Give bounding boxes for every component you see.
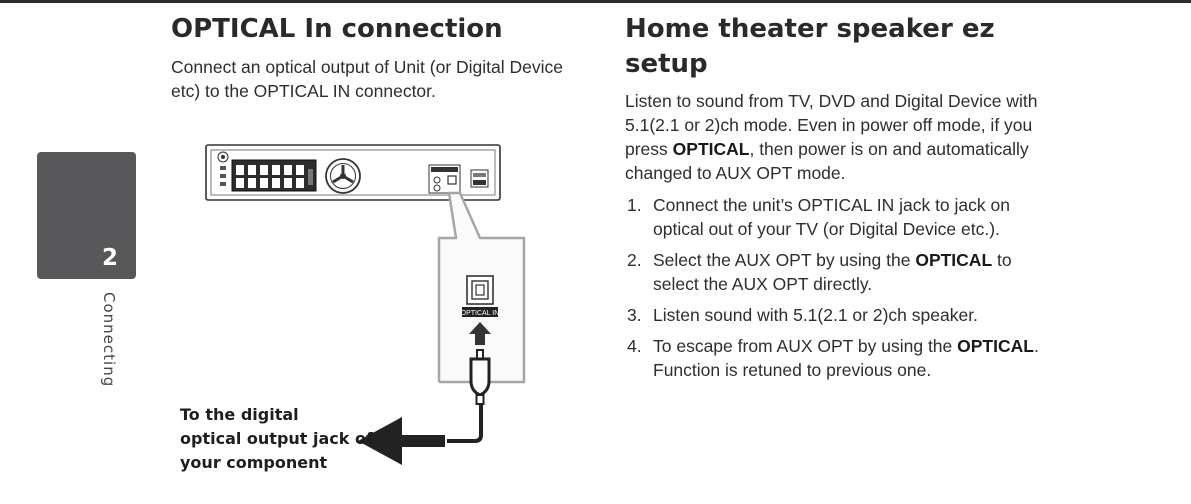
- rear-panel: [205, 144, 501, 201]
- step-bold: OPTICAL: [915, 250, 993, 270]
- step-number: 3.: [627, 305, 642, 325]
- list-item: 1. Connect the unit’s OPTICAL IN jack to …: [625, 193, 1055, 241]
- intro-text: Listen to sound from TV, DVD and Digital…: [625, 91, 1038, 159]
- cable: [447, 404, 483, 443]
- caption-line: your component: [180, 453, 328, 472]
- step-number: 4.: [627, 336, 642, 356]
- ez-setup-title: Home theater speaker ez setup: [625, 14, 995, 79]
- step-number: 2.: [627, 250, 642, 270]
- chapter-number: 2: [101, 245, 118, 271]
- list-item: 4. To escape from AUX OPT by using the OP…: [625, 334, 1055, 382]
- step-text: Listen sound with 5.1(2.1 or 2)ch speake…: [653, 305, 978, 325]
- insert-arrow-icon: [469, 322, 491, 345]
- ez-setup-intro: Listen to sound from TV, DVD and Digital…: [625, 89, 1045, 185]
- caption-line: To the digital: [180, 405, 299, 424]
- step-text: to select the AUX OPT directly.: [653, 250, 1012, 294]
- chapter-tab: 2: [37, 152, 136, 279]
- step-text: Connect the unit’s OPTICAL IN jack to ja…: [653, 195, 1010, 239]
- diagram-caption: To the digital optical output jack of yo…: [180, 403, 410, 475]
- top-rule: [0, 0, 1191, 3]
- step-text: Select the AUX OPT by using the: [653, 250, 916, 270]
- optical-in-description: Connect an optical output of Unit (or Di…: [171, 57, 564, 101]
- intro-text: , then power is on and automatically cha…: [625, 139, 1029, 183]
- step-number: 1.: [627, 195, 642, 215]
- optical-in-port-icon: [462, 275, 498, 317]
- step-text: . Function is retuned to previous one.: [653, 336, 1039, 380]
- caption-line: optical output jack of: [180, 429, 373, 448]
- list-item: 2. Select the AUX OPT by using the OPTICA…: [625, 248, 1055, 296]
- connection-diagram: OPTICAL IN: [205, 144, 526, 465]
- optical-in-port-label: OPTICAL IN: [461, 310, 500, 317]
- step-text: To escape from AUX OPT by using the: [653, 336, 958, 356]
- list-item: 3. Listen sound with 5.1(2.1 or 2)ch spea…: [625, 303, 1055, 327]
- optical-plug-icon: [469, 349, 491, 405]
- step-bold: OPTICAL: [957, 336, 1034, 356]
- intro-bold: OPTICAL: [672, 139, 750, 159]
- chapter-label: Connecting: [100, 292, 118, 388]
- setup-steps-list: 1. Connect the unit’s OPTICAL IN jack to …: [625, 193, 1055, 389]
- left-arrow-icon: [358, 417, 445, 465]
- optical-in-title: OPTICAL In connection: [171, 14, 503, 44]
